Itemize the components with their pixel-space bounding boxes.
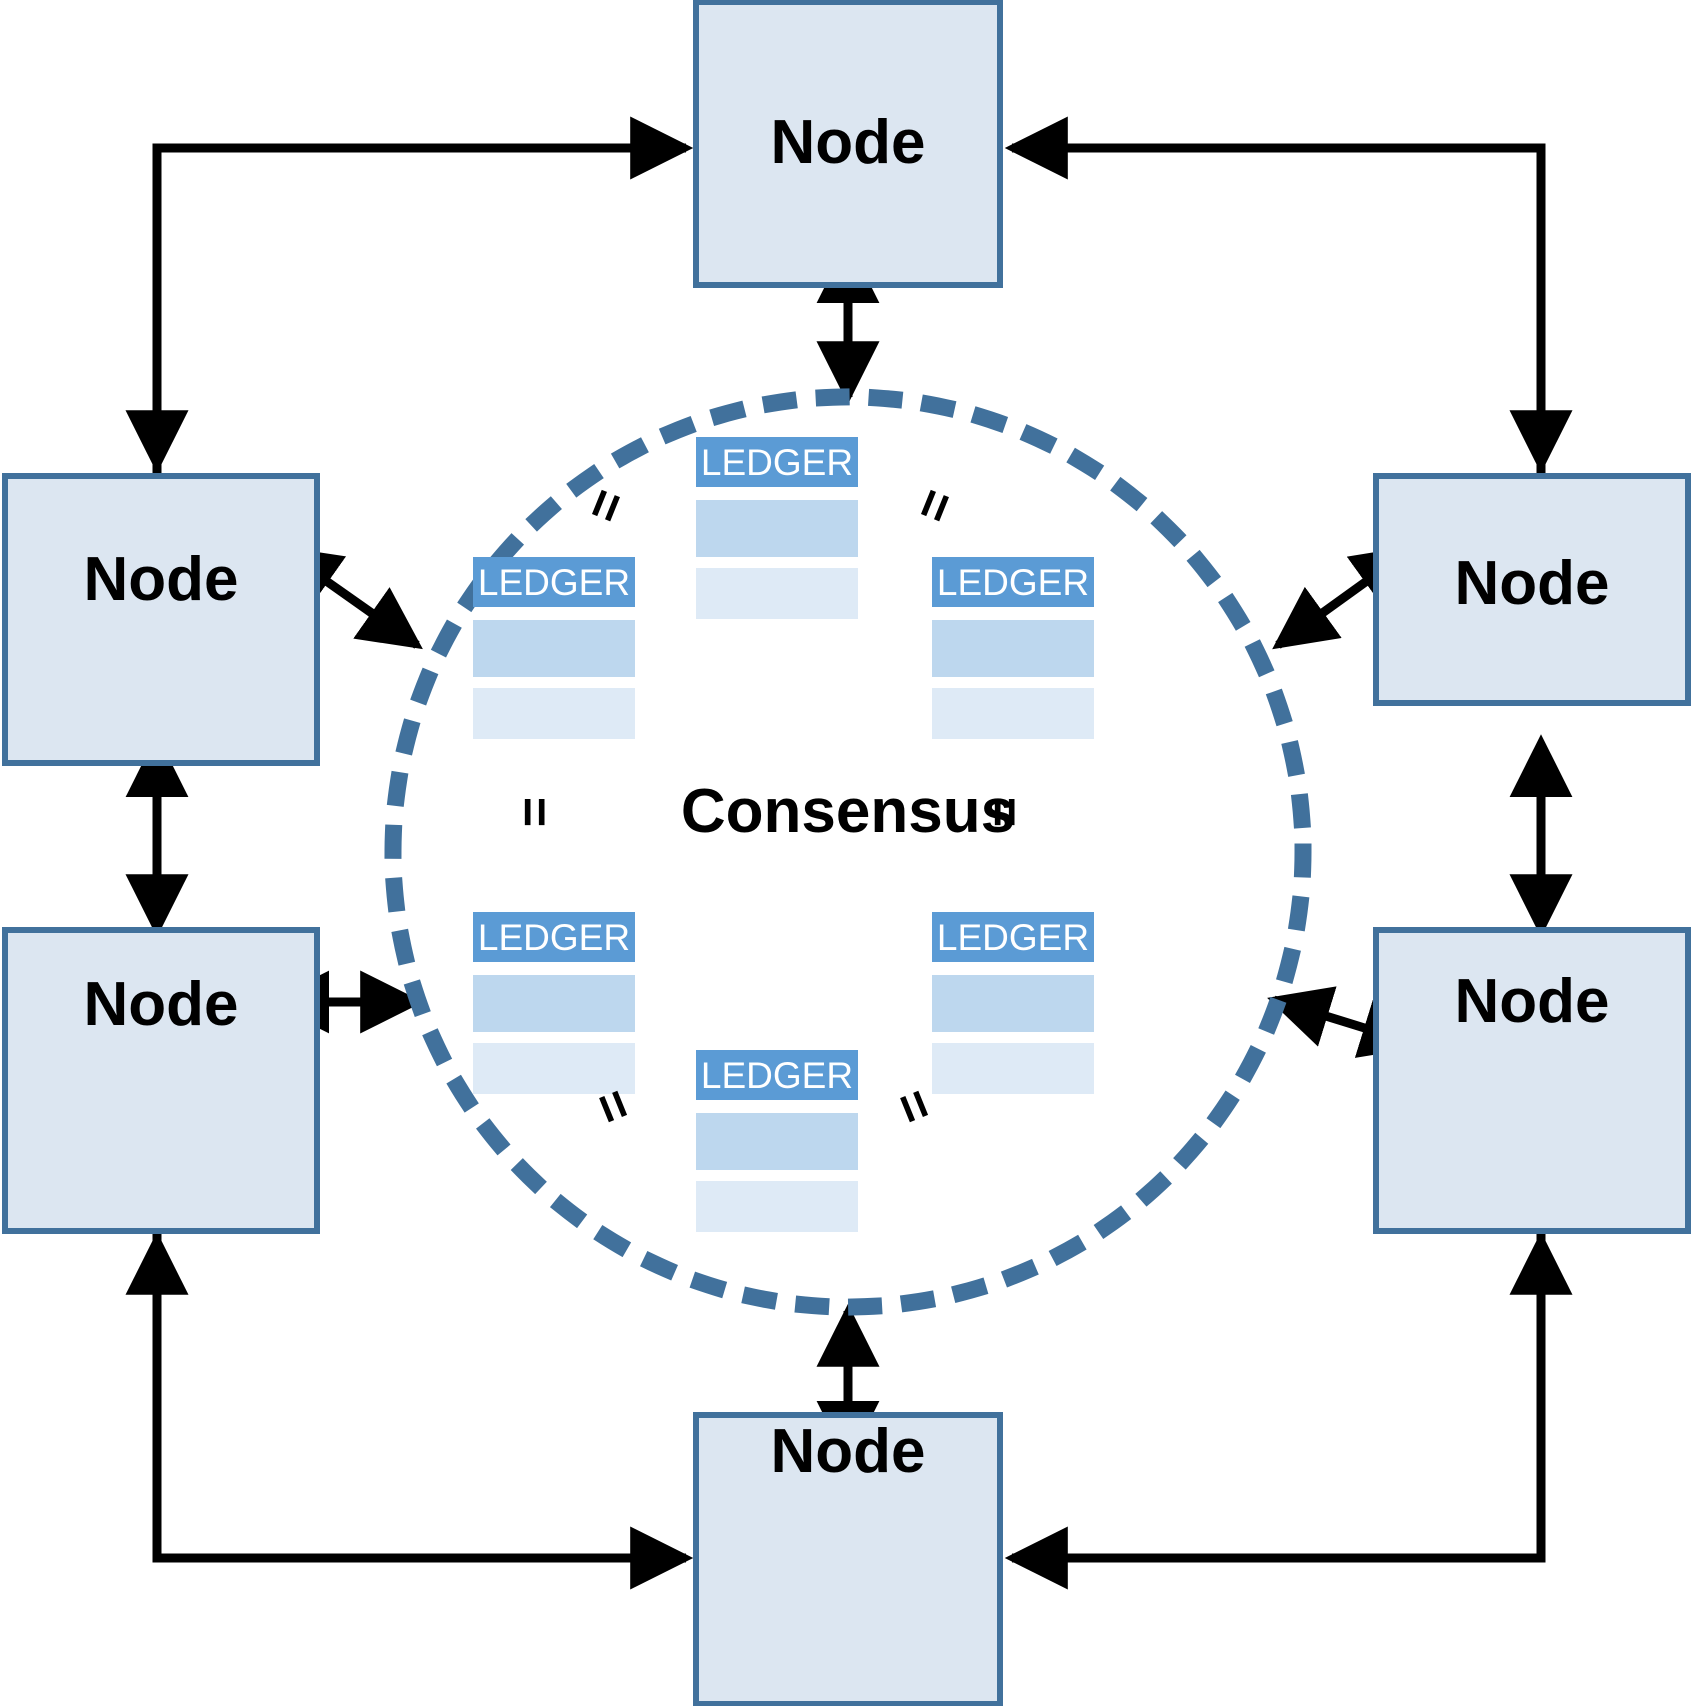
node-left-upper[interactable]: Node — [2, 473, 320, 766]
connector-topright-to-topnode — [1004, 116, 1546, 474]
node-bottom[interactable]: Node — [693, 1412, 1003, 1706]
node-top[interactable]: Node — [693, 0, 1003, 288]
ledger-upper-left[interactable]: LEDGER — [473, 557, 635, 739]
arrow-rightlowernode-circle — [1267, 986, 1425, 1058]
node-right-upper[interactable]: Node — [1373, 473, 1691, 706]
consensus-circle — [384, 388, 1312, 1316]
ledger-upper-left-header[interactable] — [473, 557, 635, 607]
ledger-top[interactable]: LEDGER — [696, 437, 858, 619]
eq-upper-right-icon: = — [903, 481, 968, 531]
node-bottom-box[interactable] — [693, 1412, 1003, 1706]
ledger-upper-right-row-1 — [932, 620, 1094, 677]
eq-mid-right-icon: = — [976, 797, 1034, 827]
ledger-lower-right-row-2 — [932, 1043, 1094, 1094]
ledger-upper-left-label: LEDGER — [478, 562, 630, 603]
node-right-lower-box[interactable] — [1373, 927, 1691, 1234]
ledger-bottom[interactable]: LEDGER — [696, 1050, 858, 1232]
ledger-bottom-row-2 — [696, 1181, 858, 1232]
ledger-upper-right-label: LEDGER — [937, 562, 1089, 603]
eq-lower-right-icon: = — [882, 1081, 947, 1131]
arrow-leftuppernode-circle — [276, 545, 423, 650]
ledger-top-header[interactable] — [696, 437, 858, 487]
node-left-lower-box[interactable] — [2, 927, 320, 1234]
ledger-lower-left-row-2 — [473, 1043, 635, 1094]
node-top-box[interactable] — [693, 0, 1003, 288]
node-left-upper-box[interactable] — [2, 473, 320, 766]
ledger-upper-right[interactable]: LEDGER — [932, 557, 1094, 739]
connector-topleft-to-topnode — [152, 116, 694, 474]
node-top-label: Node — [771, 108, 926, 177]
ledger-lower-right-label: LEDGER — [937, 917, 1089, 958]
node-left-lower[interactable]: Node — [2, 927, 320, 1234]
ledger-bottom-row-1 — [696, 1113, 858, 1170]
eq-upper-left-icon: = — [574, 481, 639, 531]
ledger-upper-left-row-2 — [473, 688, 635, 739]
ledger-bottom-label: LEDGER — [701, 1055, 853, 1096]
ledger-lower-left-header[interactable] — [473, 912, 635, 962]
ledger-upper-right-row-2 — [932, 688, 1094, 739]
ledger-top-label: LEDGER — [701, 442, 853, 483]
node-right-upper-label: Node — [1455, 549, 1610, 618]
ledger-lower-right[interactable]: LEDGER — [932, 912, 1094, 1094]
node-left-upper-label: Node — [84, 545, 239, 614]
node-right-upper-box[interactable] — [1373, 473, 1691, 706]
node-right-lower[interactable]: Node — [1373, 927, 1691, 1234]
ledger-upper-right-header[interactable] — [932, 557, 1094, 607]
node-left-lower-label: Node — [84, 970, 239, 1039]
arrow-rightuppernode-circle — [1272, 545, 1417, 650]
eq-mid-left-icon: = — [506, 797, 564, 827]
ledger-top-row-2 — [696, 568, 858, 619]
ledger-upper-left-row-1 — [473, 620, 635, 677]
connector-bottomleft-to-bottomnode — [152, 1231, 694, 1590]
node-right-lower-label: Node — [1455, 967, 1610, 1036]
ledger-lower-left[interactable]: LEDGER — [473, 912, 635, 1094]
ledger-lower-left-row-1 — [473, 975, 635, 1032]
elbow-connectors — [125, 116, 1573, 1590]
ledger-lower-right-row-1 — [932, 975, 1094, 1032]
ledger-lower-right-header[interactable] — [932, 912, 1094, 962]
node-bottom-label: Node — [771, 1417, 926, 1486]
spoke-arrows — [125, 240, 1573, 1464]
ledger-lower-left-label: LEDGER — [478, 917, 630, 958]
ledger-bottom-header[interactable] — [696, 1050, 858, 1100]
consensus-label: Consensus — [681, 777, 1015, 846]
ledger-top-row-1 — [696, 500, 858, 557]
connector-bottomright-to-bottomnode — [1004, 1231, 1546, 1590]
